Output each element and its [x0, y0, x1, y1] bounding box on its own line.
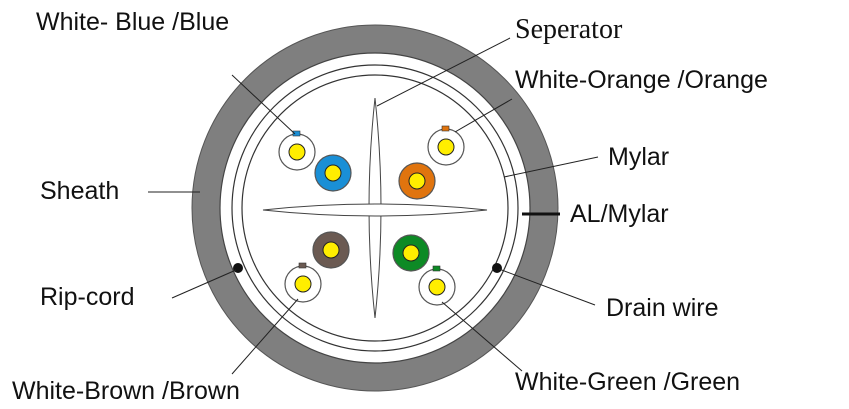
- leader-white-brown: [231, 298, 299, 375]
- leader-separator: [376, 37, 511, 107]
- leader-rip-cord: [171, 269, 237, 299]
- al-mylar-layer: [231, 64, 519, 352]
- blue-wire-core: [324, 164, 342, 182]
- label-white-brown: White-Brown /Brown: [12, 377, 240, 405]
- orange-wire-core: [408, 172, 426, 190]
- mylar-layer: [241, 74, 509, 342]
- label-drain-wire: Drain wire: [606, 294, 719, 322]
- separator-horizontal: [262, 203, 488, 217]
- white-orange-wire-core: [437, 138, 455, 156]
- white-orange-stripe: [441, 125, 450, 132]
- white-green-stripe: [432, 265, 441, 272]
- white-blue-wire-core: [288, 143, 306, 161]
- label-sheath: Sheath: [40, 177, 119, 205]
- label-white-orange: White-Orange /Orange: [515, 66, 768, 94]
- white-blue-stripe: [292, 130, 301, 137]
- drain-wire-dot: [492, 263, 502, 273]
- label-rip-cord: Rip-cord: [40, 283, 134, 311]
- label-separator: Seperator: [515, 14, 623, 45]
- green-wire-core: [402, 244, 420, 262]
- leader-white-orange: [454, 98, 513, 133]
- leader-drain-wire: [498, 268, 596, 306]
- leader-mylar: [503, 156, 599, 178]
- leader-white-green: [441, 301, 523, 372]
- white-green-wire-core: [428, 278, 446, 296]
- brown-wire-core: [322, 241, 340, 259]
- leader-white-blue: [231, 74, 296, 135]
- rip-cord-dot: [233, 263, 243, 273]
- label-white-green: White-Green /Green: [515, 368, 740, 396]
- label-al-mylar: AL/Mylar: [570, 200, 669, 228]
- label-white-blue: White- Blue /Blue: [36, 8, 229, 36]
- label-mylar: Mylar: [608, 143, 669, 171]
- white-brown-wire-core: [294, 275, 312, 293]
- white-brown-stripe: [298, 262, 307, 269]
